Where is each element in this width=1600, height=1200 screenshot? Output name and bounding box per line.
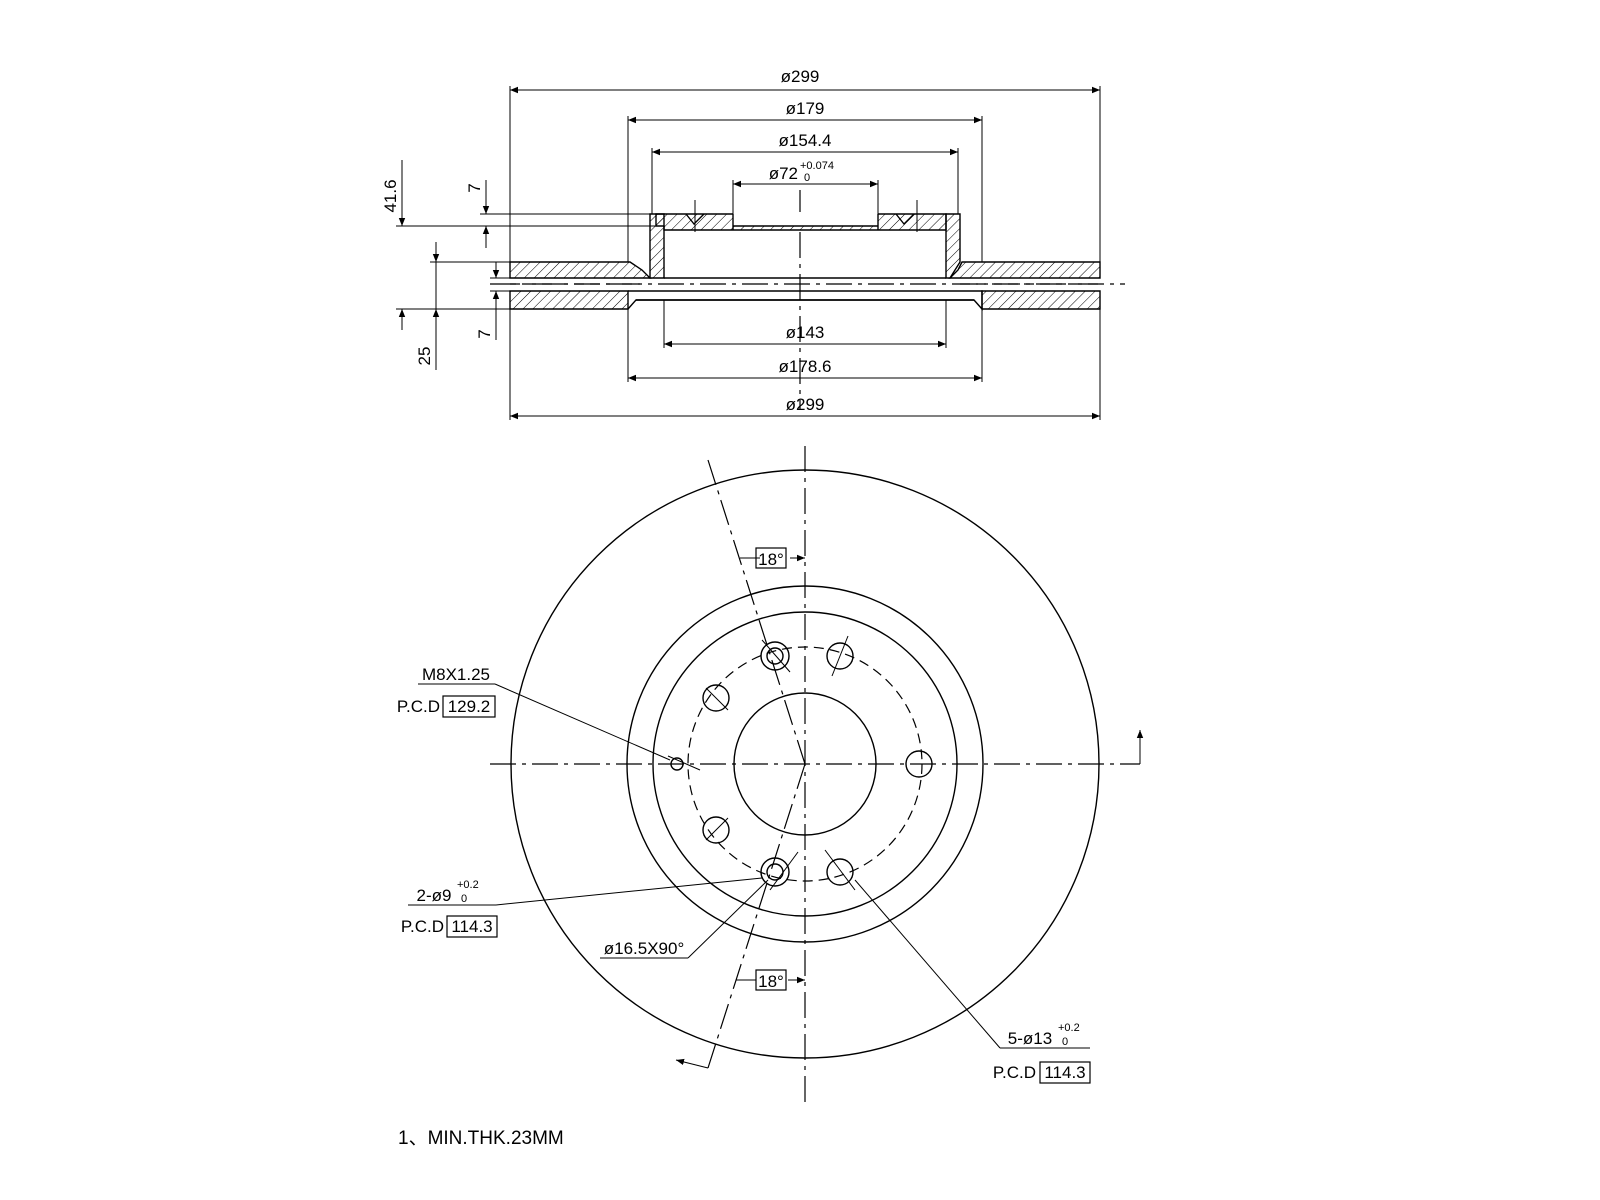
face-view: 18° 18° M8X1.25 P.C.D 129.2 2-ø9 +0.2 0 … [397, 446, 1144, 1102]
dim-thickness-label: 25 [415, 347, 434, 366]
thread-size-label: M8X1.25 [422, 665, 490, 684]
bolt-pcd-label: P.C.D [993, 1063, 1036, 1082]
hat-outer-circle [626, 585, 984, 943]
angle-arrow-bottom [675, 1058, 709, 1069]
dim-height-label: 41.6 [381, 179, 400, 212]
angle-top-label: 18° [758, 550, 784, 569]
bolt-hole [702, 816, 730, 844]
bolt-hole [702, 684, 730, 712]
dim-outer-top-label: ø299 [781, 67, 820, 86]
thread-pcd-label: P.C.D [397, 697, 440, 716]
bolt-hole-chamfer [766, 647, 784, 665]
threaded-hole [670, 757, 684, 771]
disc-outer-circle [510, 469, 1100, 1059]
locating-pcd-box [446, 915, 498, 938]
dim-bore-label: ø72 [769, 164, 798, 183]
chamfer-label: ø16.5X90° [604, 939, 685, 958]
left-top-plate [509, 261, 652, 279]
angle-line-bottom [707, 763, 806, 1069]
min-thickness-note: 1、MIN.THK.23MM [398, 1128, 564, 1149]
thread-pcd-box [442, 695, 496, 718]
angle-bottom-label: 18° [758, 972, 784, 991]
bolt-pcd-value: 114.3 [1044, 1063, 1085, 1082]
locating-pcd-value: 114.3 [451, 917, 492, 936]
bolt-hole [760, 641, 790, 671]
bolt-hole [760, 857, 790, 887]
dim-inner-label: ø143 [786, 323, 825, 342]
bore-opening [733, 212, 878, 226]
angle-line-top [707, 459, 806, 765]
locating-tol-upper: +0.2 [457, 879, 479, 891]
bolt-spec-label: 5-ø13 [1008, 1029, 1052, 1048]
locating-pcd-label: P.C.D [401, 917, 444, 936]
dim-outer-bottom-label: ø299 [786, 395, 825, 414]
locating-leader [495, 877, 763, 906]
angle-bottom-box [755, 969, 787, 991]
bolt-holes [670, 641, 933, 887]
bolt-leader [854, 879, 1001, 1049]
left-bottom-plate [509, 290, 629, 310]
bolt-hole [826, 858, 854, 886]
angle-top-box [755, 547, 787, 569]
dim-bore-tol-lower: 0 [804, 172, 810, 184]
thread-leader [494, 683, 671, 761]
hat-inner-circle [652, 611, 958, 917]
center-bore-circle [733, 692, 877, 836]
chamfer-leader [687, 879, 769, 959]
dim-bottom-plate-label: 7 [475, 329, 494, 338]
hub-base [627, 290, 983, 311]
section-view: ø299 ø179 ø154.4 ø72 +0.074 0 ø143 ø178.… [381, 67, 1125, 420]
bolt-tol-upper: +0.2 [1058, 1022, 1080, 1034]
chamfer-mark-left [685, 213, 705, 226]
bolt-tol-lower: 0 [1062, 1036, 1068, 1048]
hat-right-wall [945, 213, 961, 279]
dim-bore-tol-upper: +0.074 [800, 160, 834, 172]
thread-pcd-value: 129.2 [448, 697, 491, 716]
right-top-plate [948, 261, 1101, 279]
hole-center-marks [667, 635, 856, 891]
pcd-dashed-circle [687, 646, 923, 882]
bolt-pcd-box [1039, 1061, 1091, 1084]
bolt-hole [905, 750, 933, 778]
locating-tol-lower: 0 [461, 893, 467, 905]
right-bottom-plate [981, 290, 1101, 310]
dim-face-inner-label: ø178.6 [779, 357, 832, 376]
locating-spec-label: 2-ø9 [417, 886, 452, 905]
chamfer-mark-right [895, 213, 915, 226]
bolt-hole [826, 642, 854, 670]
dim-hat-mid-label: ø154.4 [779, 131, 832, 150]
dim-hat-outer-label: ø179 [786, 99, 825, 118]
dim-top-plate-label: 7 [465, 183, 484, 192]
